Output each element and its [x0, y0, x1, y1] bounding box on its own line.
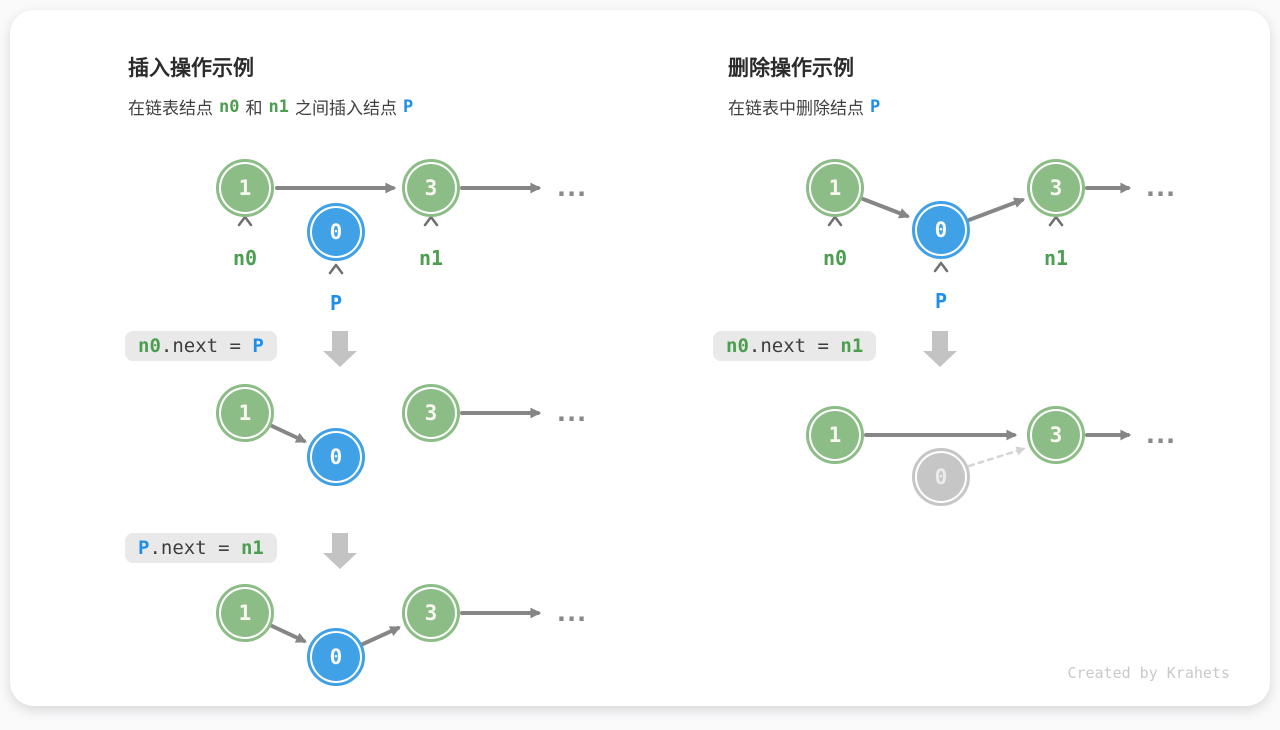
node-value: 1 — [828, 423, 842, 447]
ellipsis: ... — [556, 599, 588, 627]
ellipsis: ... — [556, 174, 588, 202]
subtitle-text: 在链表结点 — [128, 99, 213, 118]
pointer-label-n1: n1 — [418, 246, 444, 270]
node-value: 3 — [424, 176, 438, 200]
var-n1: n1 — [268, 96, 289, 117]
node-value: 1 — [238, 176, 252, 200]
node-3: 3 — [402, 584, 460, 642]
code-mid: .next = — [149, 537, 241, 559]
code-statement: n0.next = P — [125, 331, 277, 361]
code-mid: .next = — [160, 335, 253, 357]
diagram-card: 插入操作示例 在链表结点 n0 和 n1 之间插入结点 P 1 0 3 n0 n… — [10, 10, 1270, 706]
code-mid: .next = — [748, 335, 841, 357]
node-value: 3 — [1049, 423, 1063, 447]
insert-title: 插入操作示例 — [128, 57, 254, 80]
code-statement: P.next = n1 — [125, 533, 277, 563]
credit-text: Created by Krahets — [1067, 664, 1230, 682]
insert-panel: 插入操作示例 在链表结点 n0 和 n1 之间插入结点 P 1 0 3 n0 n… — [10, 10, 1270, 706]
node-3: 3 — [402, 384, 460, 442]
code-lhs: n0 — [726, 335, 749, 357]
node-value: 1 — [238, 401, 252, 425]
ellipsis: ... — [1145, 174, 1177, 202]
node-1: 1 — [216, 584, 274, 642]
node-value: 3 — [424, 401, 438, 425]
var-n0: n0 — [219, 96, 240, 117]
insert-subtitle: 在链表结点 n0 和 n1 之间插入结点 P — [128, 94, 419, 119]
code-rhs: n1 — [240, 537, 264, 559]
node-1: 1 — [806, 406, 864, 464]
node-p-removed: 0 — [912, 448, 970, 506]
subtitle-text: 之间插入结点 — [294, 99, 397, 118]
node-value: 3 — [424, 601, 438, 625]
code-lhs: P — [138, 537, 150, 559]
node-value: 0 — [934, 465, 948, 489]
node-p: 0 — [307, 203, 365, 261]
node-3: 3 — [402, 159, 460, 217]
node-value: 0 — [329, 645, 343, 669]
pointer-label-p: P — [934, 289, 948, 313]
code-statement: n0.next = n1 — [713, 331, 877, 361]
node-p: 0 — [912, 201, 970, 259]
node-value: 1 — [828, 176, 842, 200]
code-rhs: n1 — [840, 335, 864, 357]
delete-title: 删除操作示例 — [728, 57, 854, 80]
code-lhs: n0 — [138, 335, 161, 357]
node-value: 3 — [1049, 176, 1063, 200]
var-p: P — [870, 96, 881, 117]
node-1: 1 — [216, 159, 274, 217]
ellipsis: ... — [1145, 421, 1177, 449]
ellipsis: ... — [556, 399, 588, 427]
node-1: 1 — [806, 159, 864, 217]
pointer-label-n1: n1 — [1043, 246, 1069, 270]
delete-subtitle: 在链表中删除结点 P — [728, 94, 886, 119]
node-value: 0 — [934, 218, 948, 242]
node-3: 3 — [1027, 159, 1085, 217]
node-value: 0 — [329, 445, 343, 469]
var-p: P — [402, 96, 414, 117]
subtitle-text: 和 — [245, 99, 263, 118]
node-1: 1 — [216, 384, 274, 442]
node-3: 3 — [1027, 406, 1085, 464]
pointer-label-n0: n0 — [232, 246, 258, 270]
delete-panel: 删除操作示例 在链表中删除结点 P 1 0 3 n0 n1 P ... n0.n… — [10, 10, 1270, 706]
node-value: 0 — [329, 220, 343, 244]
code-rhs: P — [252, 335, 264, 357]
subtitle-text: 在链表中删除结点 — [728, 99, 864, 118]
pointer-label-p: P — [329, 291, 343, 315]
pointer-label-n0: n0 — [822, 246, 848, 270]
node-p: 0 — [307, 628, 365, 686]
node-p: 0 — [307, 428, 365, 486]
node-value: 1 — [238, 601, 252, 625]
